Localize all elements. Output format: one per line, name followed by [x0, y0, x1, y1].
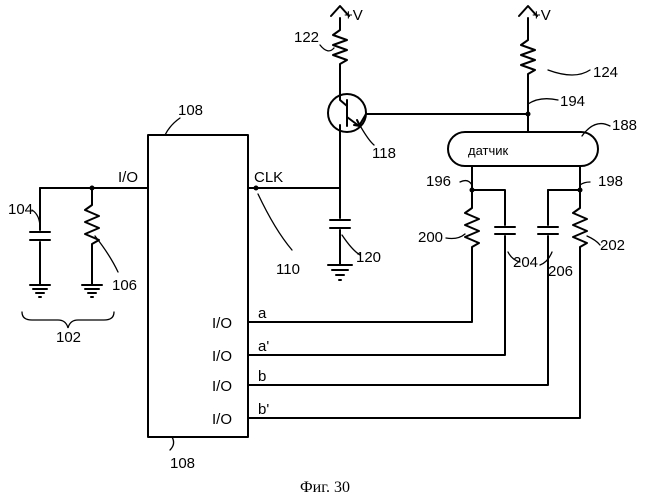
label-108-top: 108	[178, 102, 203, 119]
label-102: 102	[56, 329, 81, 346]
label-118: 118	[372, 145, 396, 162]
label-194: 194	[560, 93, 585, 110]
label-120: 120	[356, 249, 381, 266]
label-198: 198	[598, 173, 623, 190]
label-188: 188	[612, 117, 637, 134]
sensor-label: датчик	[468, 143, 509, 158]
net-b: b	[258, 368, 266, 385]
net-a: a	[258, 305, 267, 322]
label-clk: CLK	[254, 169, 283, 186]
label-206: 206	[548, 263, 573, 280]
label-108-bottom: 108	[170, 455, 195, 472]
chip-108	[148, 135, 248, 437]
clk-network	[248, 125, 352, 280]
label-io-left: I/O	[118, 169, 138, 186]
io-pin-b-prime: I/O	[212, 411, 232, 428]
label-200: 200	[418, 229, 443, 246]
figure-caption: Фиг. 30	[300, 479, 350, 496]
net-b-prime: b'	[258, 401, 269, 418]
sensor-legs	[248, 166, 587, 418]
io-pin-a: I/O	[212, 315, 232, 332]
label-204: 204	[513, 254, 538, 271]
label-plus-v-left: +V	[344, 7, 363, 24]
label-110: 110	[276, 261, 300, 278]
label-122: 122	[294, 29, 319, 46]
transistor-118	[328, 6, 528, 132]
label-202: 202	[600, 237, 625, 254]
leader-lines	[32, 45, 610, 450]
io-pin-b: I/O	[212, 378, 232, 395]
io-pin-a-prime: I/O	[212, 348, 232, 365]
left-network	[22, 186, 148, 329]
label-104: 104	[8, 201, 33, 218]
label-plus-v-right: +V	[532, 7, 551, 24]
label-196: 196	[426, 173, 451, 190]
net-a-prime: a'	[258, 338, 269, 355]
label-124: 124	[593, 64, 618, 81]
label-106: 106	[112, 277, 137, 294]
